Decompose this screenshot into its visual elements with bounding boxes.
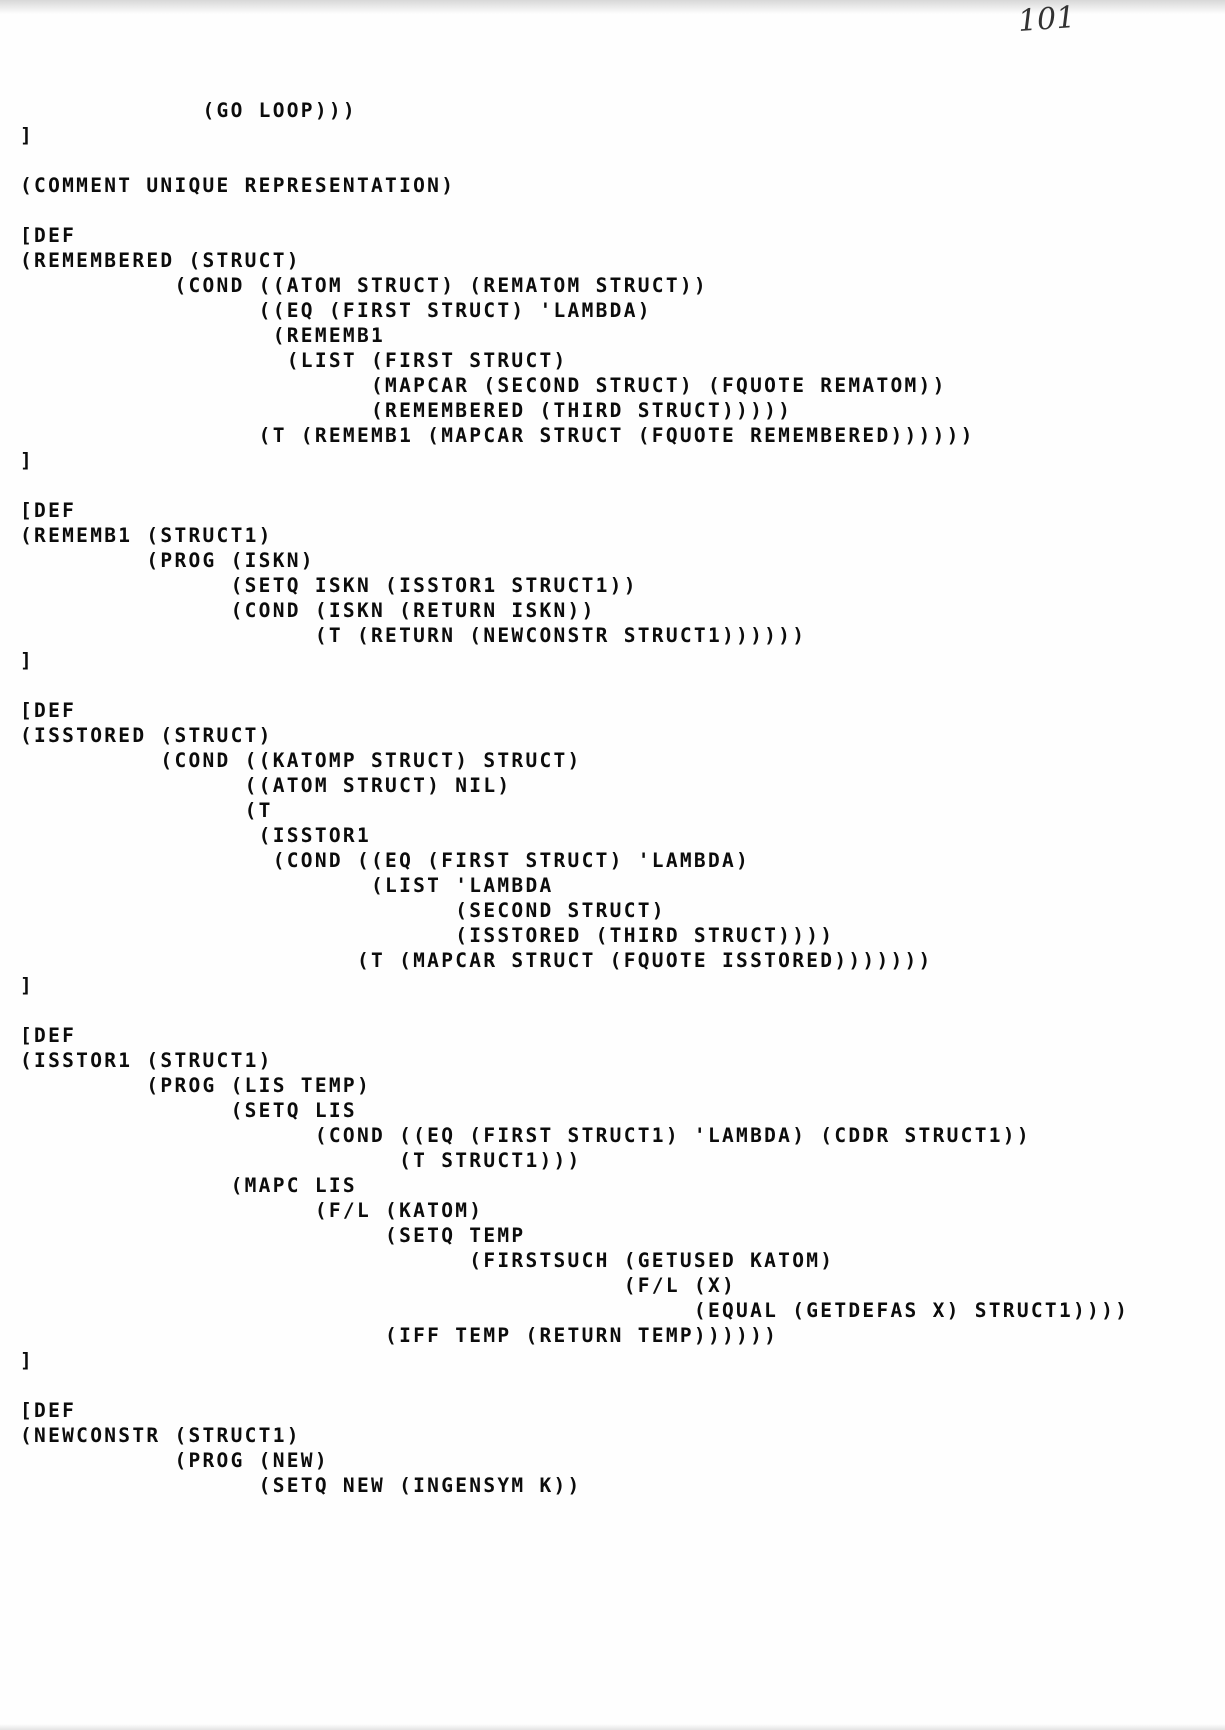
code-line: (LIST (FIRST STRUCT) (20, 349, 568, 372)
code-line: (IFF TEMP (RETURN TEMP)))))) (20, 1324, 779, 1347)
code-line: (LIST 'LAMBDA (20, 874, 554, 897)
code-line: (T (REMEMB1 (MAPCAR STRUCT (FQUOTE REMEM… (20, 424, 975, 447)
code-line: [DEF (20, 699, 77, 722)
code-line (20, 998, 1220, 1023)
code-line: ] (20, 649, 35, 672)
lisp-code-listing: (GO LOOP)))] (COMMENT UNIQUE REPRESENTATI… (20, 98, 1220, 1498)
code-line: (T (MAPCAR STRUCT (FQUOTE ISSTORED))))))… (20, 949, 933, 972)
code-line: ] (20, 124, 35, 147)
code-line: (MAPCAR (SECOND STRUCT) (FQUOTE REMATOM)… (20, 374, 947, 397)
code-line (20, 148, 1220, 173)
code-line: ((ATOM STRUCT) NIL) (20, 774, 512, 797)
code-line: ] (20, 1349, 35, 1372)
code-line: ] (20, 974, 35, 997)
code-line: (FIRSTSUCH (GETUSED KATOM) (20, 1249, 835, 1272)
code-line: (T (20, 799, 273, 822)
code-line: (SETQ NEW (INGENSYM K)) (20, 1474, 582, 1497)
code-line: (REMEMB1 (STRUCT1) (20, 524, 273, 547)
code-line: (COND (ISKN (RETURN ISKN)) (20, 599, 596, 622)
scan-top-shadow (0, 0, 1225, 14)
code-line (20, 1373, 1220, 1398)
code-line: (ISSTORED (STRUCT) (20, 724, 273, 747)
code-line: (REMEMB1 (20, 324, 386, 347)
code-line: (COND ((EQ (FIRST STRUCT1) 'LAMBDA) (CDD… (20, 1124, 1031, 1147)
code-line: (ISSTOR1 (STRUCT1) (20, 1049, 273, 1072)
code-line: (PROG (LIS TEMP) (20, 1074, 371, 1097)
code-line (20, 198, 1220, 223)
code-line: (ISSTOR1 (20, 824, 371, 847)
handwritten-page-number: 101 (1016, 0, 1077, 39)
code-line: (T (RETURN (NEWCONSTR STRUCT1)))))) (20, 624, 807, 647)
code-line: (GO LOOP))) (20, 99, 357, 122)
code-line: [DEF (20, 224, 77, 247)
code-line: (ISSTORED (THIRD STRUCT)))) (20, 924, 835, 947)
code-line: (REMEMBERED (STRUCT) (20, 249, 301, 272)
code-line: (PROG (NEW) (20, 1449, 329, 1472)
code-line: (SECOND STRUCT) (20, 899, 666, 922)
code-line: (REMEMBERED (THIRD STRUCT))))) (20, 399, 793, 422)
code-line: (SETQ TEMP (20, 1224, 526, 1247)
code-line: [DEF (20, 1399, 77, 1422)
code-line: [DEF (20, 499, 77, 522)
code-line: (MAPC LIS (20, 1174, 357, 1197)
code-line: [DEF (20, 1024, 77, 1047)
code-line: (EQUAL (GETDEFAS X) STRUCT1)))) (20, 1299, 1130, 1322)
code-line: ((EQ (FIRST STRUCT) 'LAMBDA) (20, 299, 652, 322)
code-line: (T STRUCT1))) (20, 1149, 582, 1172)
code-line: (COND ((EQ (FIRST STRUCT) 'LAMBDA) (20, 849, 751, 872)
code-line: (SETQ ISKN (ISSTOR1 STRUCT1)) (20, 574, 638, 597)
code-line: ] (20, 449, 35, 472)
scan-bottom-edge (0, 1724, 1225, 1730)
code-line: (SETQ LIS (20, 1099, 357, 1122)
code-line: (COMMENT UNIQUE REPRESENTATION) (20, 174, 456, 197)
code-line: (COND ((ATOM STRUCT) (REMATOM STRUCT)) (20, 274, 708, 297)
code-line: (COND ((KATOMP STRUCT) STRUCT) (20, 749, 582, 772)
code-line: (NEWCONSTR (STRUCT1) (20, 1424, 301, 1447)
code-line: (F/L (KATOM) (20, 1199, 484, 1222)
code-line: (PROG (ISKN) (20, 549, 315, 572)
code-line: (F/L (X) (20, 1274, 737, 1297)
code-line (20, 473, 1220, 498)
code-line (20, 673, 1220, 698)
